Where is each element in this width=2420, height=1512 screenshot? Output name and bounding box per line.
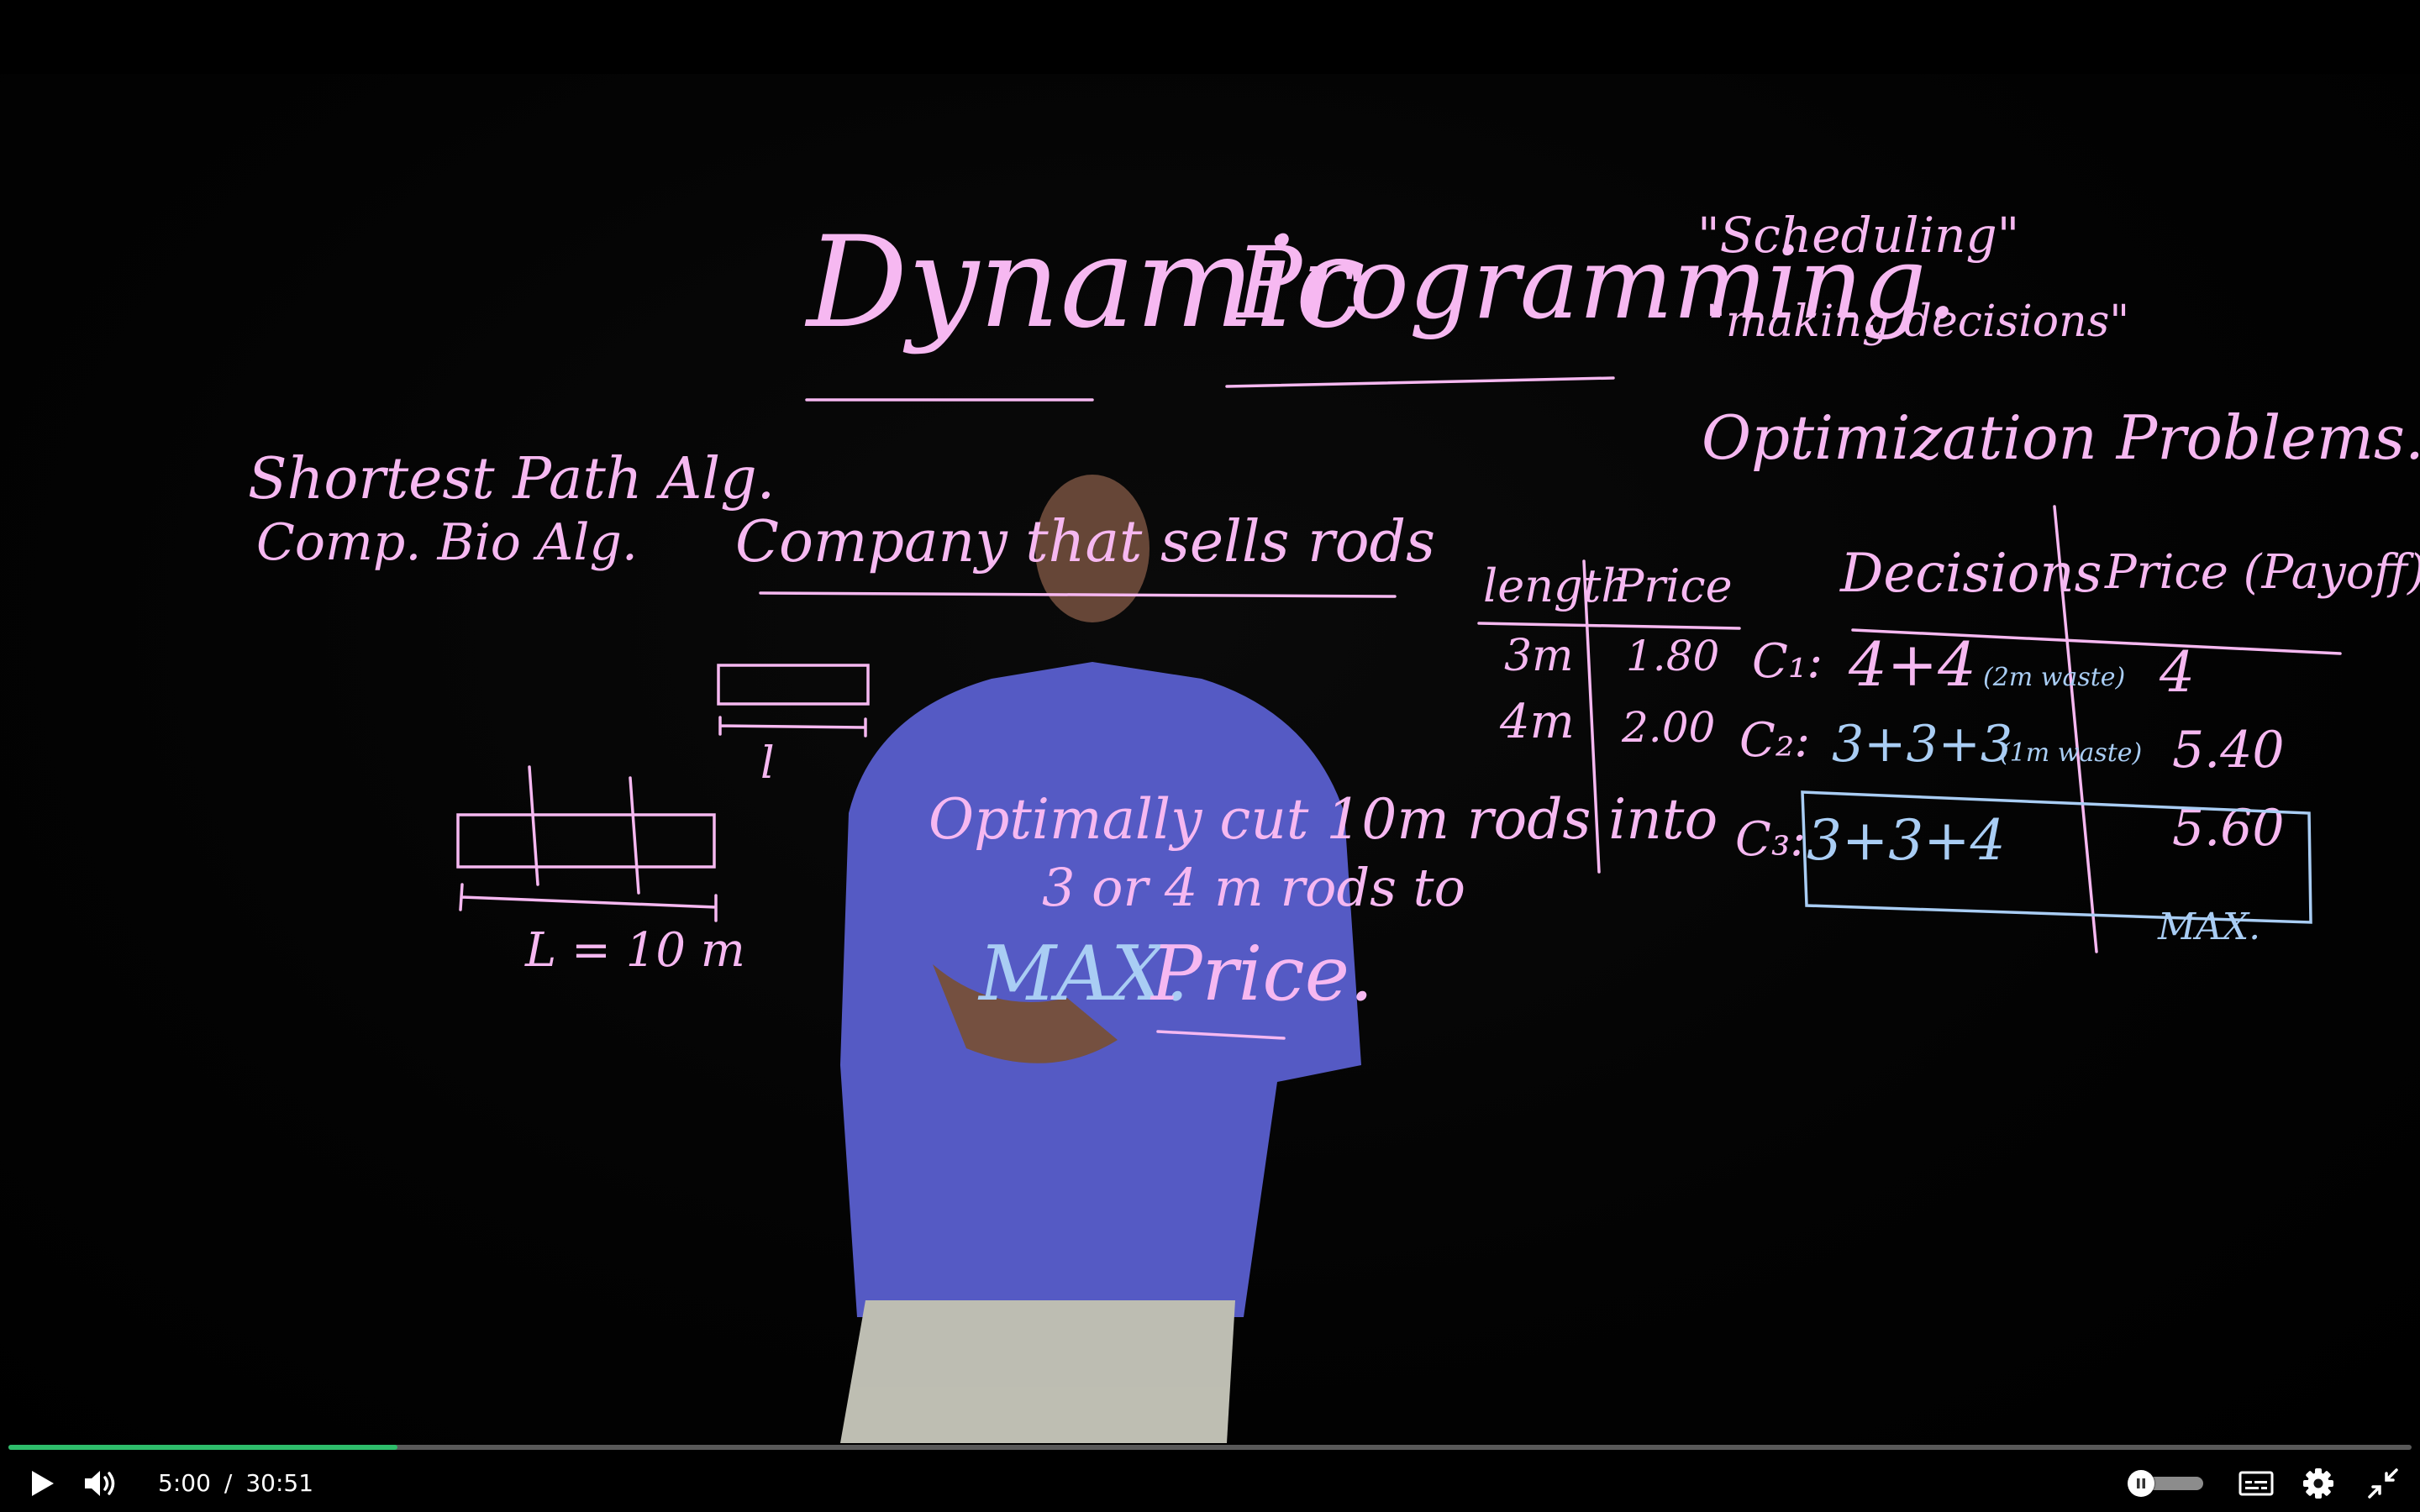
play-icon — [32, 1471, 54, 1496]
time-display: 5:00 / 30:51 — [158, 1468, 313, 1499]
note-company-sells-rods: Company that sells rods — [735, 509, 1435, 575]
settings-button[interactable] — [2299, 1467, 2338, 1500]
captions-button[interactable] — [2235, 1467, 2277, 1500]
duration: 30:51 — [245, 1469, 314, 1497]
volume-icon — [85, 1471, 115, 1496]
exit-fullscreen-button[interactable] — [2365, 1467, 2402, 1500]
captions-icon — [2238, 1471, 2274, 1496]
exit-fullscreen-icon — [2368, 1468, 2398, 1499]
task-price-underline — [1156, 1030, 1286, 1040]
title-dynamic: Dynamic — [804, 210, 1365, 356]
decision-row-note: (1m waste) — [2000, 738, 2142, 768]
price-table: length Price 3m 1.80 4m 2.00 — [1477, 559, 1741, 874]
price-table-header-length: length — [1483, 559, 1630, 612]
autoplay-pause-icon — [2128, 1470, 2154, 1497]
title-underline-right — [1225, 376, 1615, 388]
decision-row-price: 5.40 — [2172, 721, 2285, 780]
big-rod-label: L = 10 m — [524, 923, 745, 978]
decision-row-value: 3+3+3 — [1832, 715, 2012, 774]
decision-table-footer: MAX. — [2157, 906, 2260, 948]
note-making-decisions: "making decisions" — [1706, 297, 2129, 347]
note-shortest-path: Shortest Path Alg. — [248, 446, 775, 512]
lightboard-video-frame[interactable]: Dynamic Programming. "Scheduling" "makin… — [0, 74, 2420, 1443]
current-time: 5:00 — [158, 1469, 211, 1497]
presenter-figure — [840, 475, 1361, 1443]
decision-row-note: (2m waste) — [1983, 663, 2125, 692]
small-rod — [717, 664, 870, 706]
decision-row-label: C₁: — [1752, 634, 1823, 689]
decision-table-header-price: Price (Payoff) — [2104, 545, 2420, 600]
price-table-cell: 3m — [1504, 631, 1573, 681]
task-line-2: 3 or 4 m rods to — [1042, 857, 1465, 918]
price-table-header-price: Price — [1612, 559, 1733, 612]
note-scheduling: "Scheduling" — [1697, 207, 2019, 264]
decision-row-value: 3+3+4 — [1807, 808, 2006, 873]
task-price: Price. — [1150, 930, 1374, 1018]
decision-row-label: C₂: — [1739, 713, 1810, 768]
decision-row-price: 4 — [2159, 640, 2195, 705]
task-line-1: Optimally cut 10m rods into — [929, 787, 1718, 852]
autoplay-toggle[interactable] — [2128, 1470, 2205, 1497]
progress-fill — [8, 1445, 398, 1450]
decision-table: Decisions Price (Payoff) C₁: 4+4 (2m was… — [1735, 505, 2420, 953]
task-max: MAX. — [977, 930, 1189, 1018]
play-button[interactable] — [24, 1467, 60, 1500]
settings-gear-icon — [2303, 1468, 2333, 1499]
progress-bar[interactable] — [8, 1445, 2412, 1450]
decision-row-value: 4+4 — [1848, 629, 1976, 700]
company-underline — [759, 591, 1397, 598]
max-choice-box — [1801, 790, 2312, 924]
time-separator: / — [224, 1469, 233, 1497]
volume-button[interactable] — [81, 1467, 123, 1500]
player-controls — [0, 1443, 2420, 1512]
big-rod — [456, 813, 716, 869]
title-programming: Programming. — [1234, 225, 1958, 341]
note-optimization-problems: Optimization Problems. — [1702, 402, 2420, 473]
lightboard-writing: Dynamic Programming. "Scheduling" "makin… — [248, 207, 2420, 1443]
price-table-cell: 1.80 — [1626, 632, 1719, 680]
decision-row-label: C₃: — [1735, 812, 1806, 867]
price-table-cell: 4m — [1499, 695, 1575, 749]
note-comp-bio: Comp. Bio Alg. — [256, 513, 638, 572]
price-table-cell: 2.00 — [1621, 703, 1715, 752]
small-rod-label: l — [760, 738, 775, 789]
